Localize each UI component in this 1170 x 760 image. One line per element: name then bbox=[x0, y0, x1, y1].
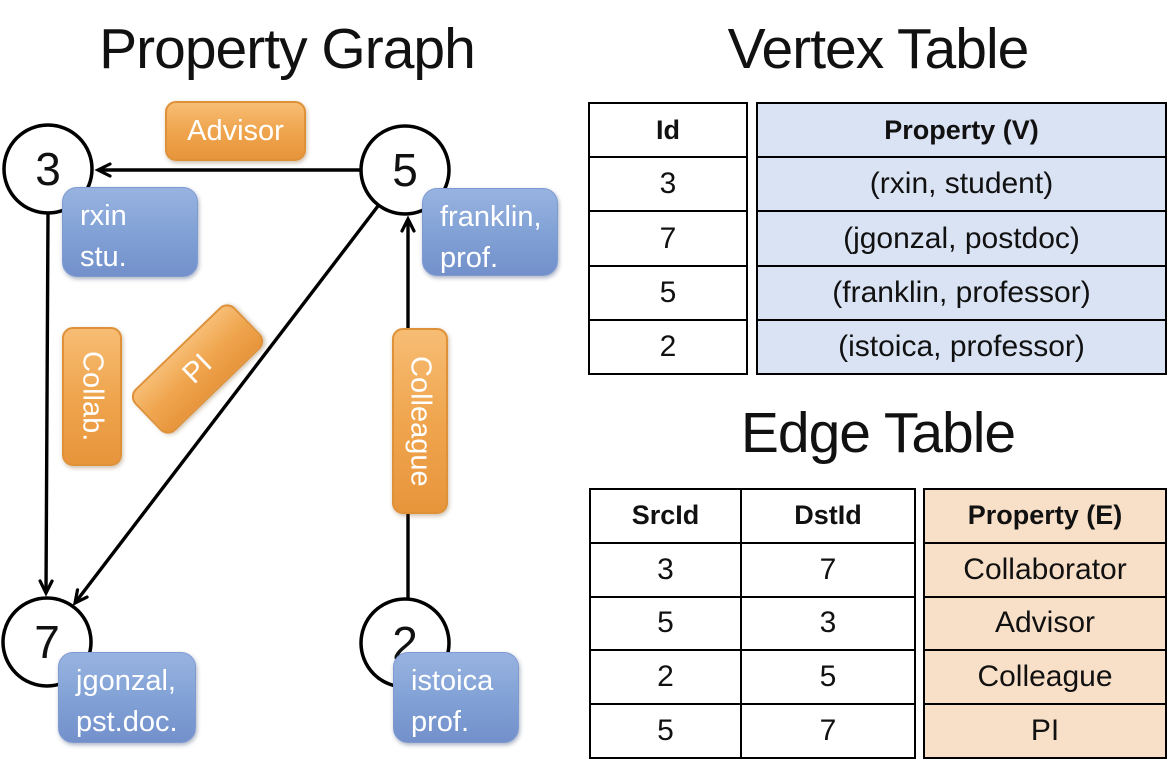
edge-table-cell: 5 bbox=[657, 714, 674, 748]
edge-table-cell: 3 bbox=[740, 597, 914, 650]
vertex-property-box-rxin: rxin stu. bbox=[62, 187, 198, 277]
edge-table-property-column: Property (E) Collaborator Advisor Collea… bbox=[923, 488, 1167, 759]
edge-3-to-7-collab bbox=[38, 213, 54, 597]
edge-table-src-dst-columns: SrcId DstId 3 7 5 3 2 5 5 7 bbox=[589, 488, 916, 759]
vertex-property-box-jgonzal: jgonzal, pst.doc. bbox=[58, 652, 196, 743]
vertex-table-cell: 7 bbox=[590, 212, 746, 267]
edge-table-header-property: Property (E) bbox=[925, 490, 1165, 544]
vertex-property-line1: jgonzal, bbox=[76, 665, 176, 697]
edge-table-header-dstid: DstId bbox=[740, 490, 914, 542]
vertex-property-box-franklin: franklin, prof. bbox=[422, 188, 558, 276]
vertex-property-line2: pst.doc. bbox=[76, 705, 178, 738]
vertex-table-cell: (franklin, professor) bbox=[758, 266, 1165, 321]
edge-table-title: Edge Table bbox=[740, 401, 1016, 465]
edge-5-to-7-pi bbox=[72, 204, 380, 606]
edge-label-collab: Collab. bbox=[62, 327, 122, 466]
vertex-property-line1: franklin, bbox=[440, 201, 542, 233]
vertex-id-7: 7 bbox=[34, 616, 60, 668]
vertex-table-cell: (rxin, student) bbox=[758, 158, 1165, 213]
vertex-property-line1: rxin bbox=[80, 200, 127, 232]
property-graph-title: Property Graph bbox=[99, 17, 476, 81]
edge-table-cell: Advisor bbox=[925, 597, 1165, 652]
edge-label-advisor: Advisor bbox=[165, 101, 306, 161]
edge-table-cell: Colleague bbox=[925, 651, 1165, 706]
vertex-table-property-column: Property (V) (rxin, student) (jgonzal, p… bbox=[756, 102, 1167, 375]
vertex-id-5: 5 bbox=[392, 144, 418, 196]
vertex-property-box-istoica: istoica prof. bbox=[393, 652, 519, 743]
vertex-table-id-column: Id 3 7 5 2 bbox=[588, 102, 748, 375]
vertex-table-cell: 2 bbox=[659, 329, 677, 363]
vertex-id-3: 3 bbox=[35, 143, 61, 195]
vertex-property-line1: istoica bbox=[411, 665, 494, 697]
vertex-property-line2: prof. bbox=[411, 705, 470, 738]
edge-table-cell: PI bbox=[925, 705, 1165, 757]
vertex-table-header-id: Id bbox=[590, 104, 746, 159]
vertex-table-header-property: Property (V) bbox=[758, 104, 1165, 159]
edge-table-cell: 5 bbox=[657, 606, 674, 640]
vertex-table-cell: 5 bbox=[590, 267, 746, 321]
edge-table-cell: 3 bbox=[657, 552, 674, 586]
vertex-table-cell: 3 bbox=[590, 158, 746, 213]
edge-table-cell: 7 bbox=[740, 705, 914, 757]
edge-table-cell: 7 bbox=[740, 543, 914, 596]
edge-table-header-srcid: SrcId bbox=[631, 500, 700, 531]
vertex-table-cell: (istoica, professor) bbox=[758, 320, 1165, 374]
edge-label-colleague-text: Colleague bbox=[404, 355, 437, 487]
vertex-table-cell: (jgonzal, postdoc) bbox=[758, 212, 1165, 267]
edge-label-colleague: Colleague bbox=[392, 328, 448, 514]
edge-table-cell: 5 bbox=[740, 651, 914, 704]
vertex-table-title: Vertex Table bbox=[727, 17, 1030, 81]
vertex-property-line2: stu. bbox=[80, 240, 127, 273]
edge-table-cell: Collaborator bbox=[925, 543, 1165, 598]
edge-table-cell: 2 bbox=[657, 660, 674, 694]
vertex-property-line2: prof. bbox=[440, 241, 499, 274]
edge-label-collab-text: Collab. bbox=[76, 351, 109, 442]
